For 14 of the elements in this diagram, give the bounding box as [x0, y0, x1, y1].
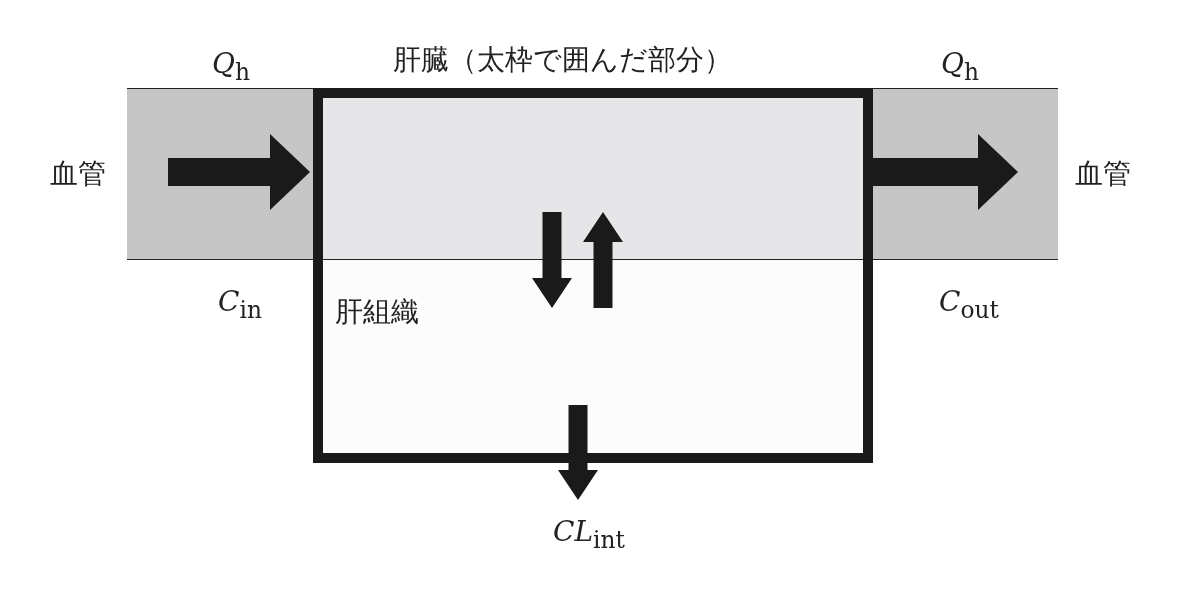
variable-label: Q$_{h}$: [941, 50, 979, 84]
vessel-label: 血管: [1075, 160, 1131, 188]
arrow: [532, 212, 572, 308]
arrow: [583, 212, 623, 308]
vessel-label: 血管: [50, 160, 106, 188]
arrow: [168, 134, 310, 210]
region-label: 肝組織: [335, 298, 419, 326]
blood-region: [323, 98, 863, 260]
heading: 肝臓（太枠で囲んだ部分）: [393, 46, 732, 74]
clearance-label: CL$_{int}$: [553, 518, 625, 552]
variable-label: Q$_{h}$: [212, 50, 250, 84]
arrow: [558, 405, 598, 500]
variable-label: C$_{in}$: [218, 288, 262, 322]
variable-label: C$_{out}$: [939, 288, 999, 322]
